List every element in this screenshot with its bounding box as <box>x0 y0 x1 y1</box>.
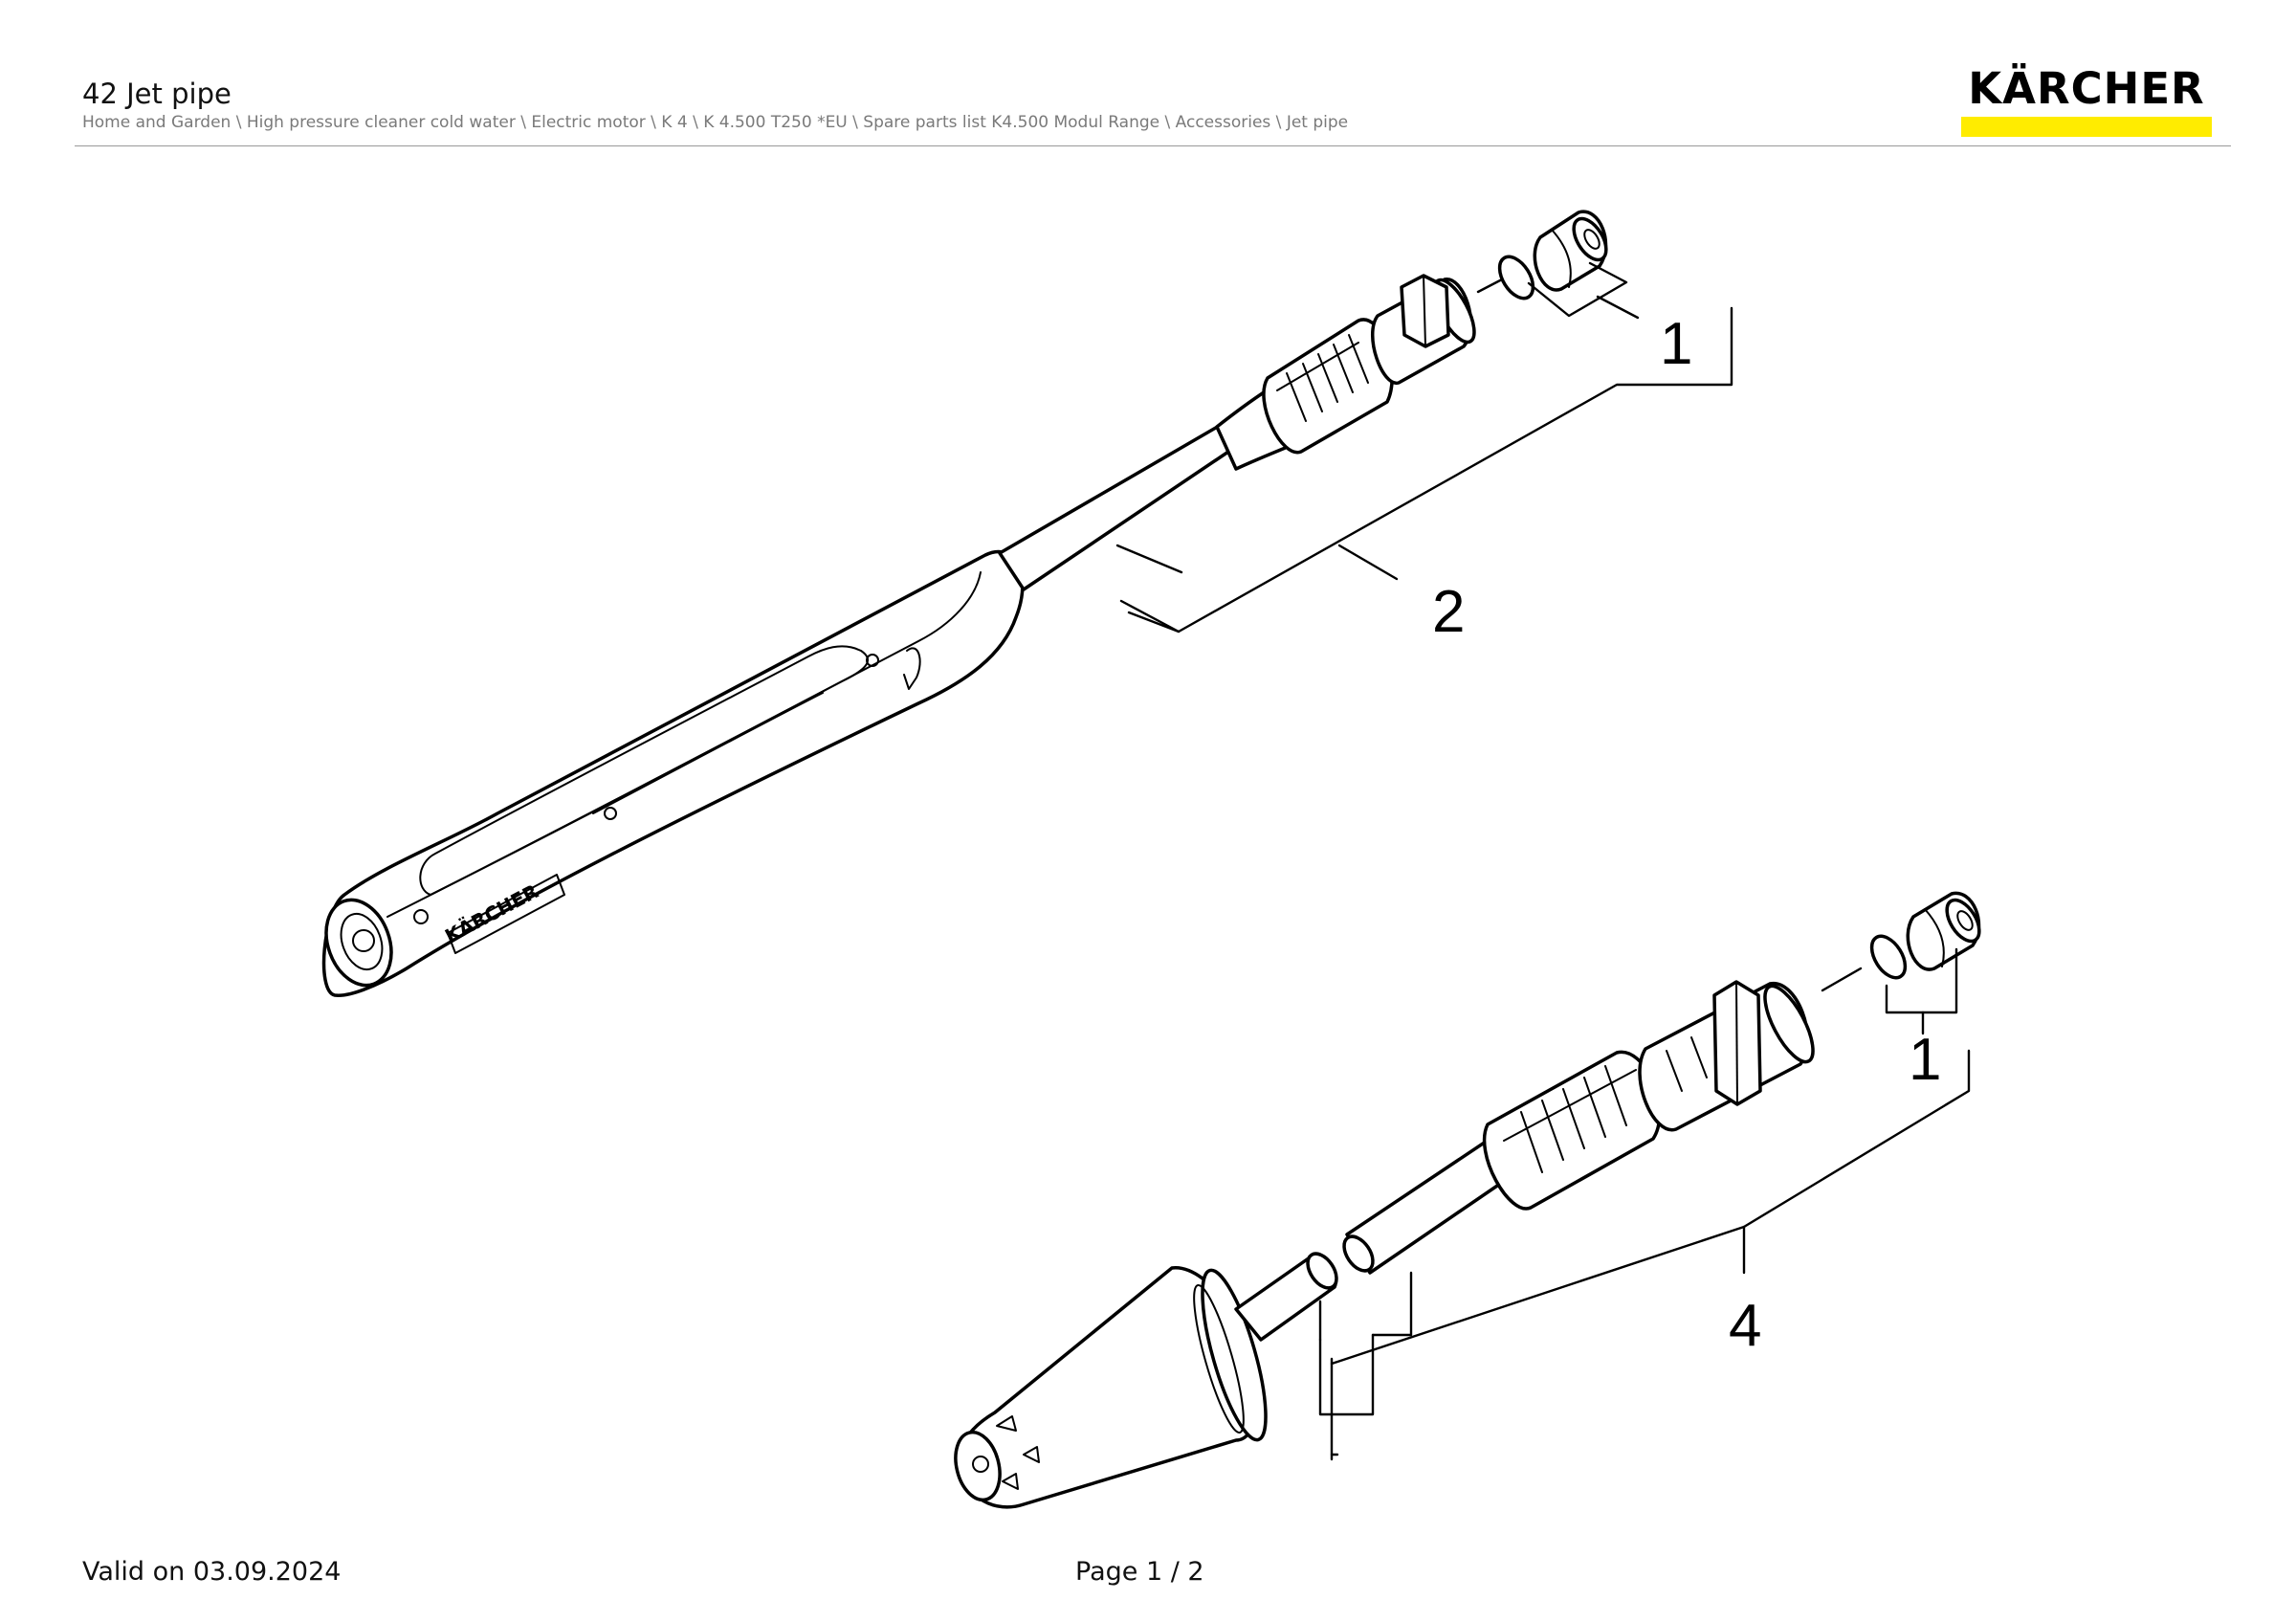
page-title: 42 Jet pipe <box>82 78 232 110</box>
valid-date: Valid on 03.09.2024 <box>82 1557 342 1587</box>
header-divider <box>75 145 2231 146</box>
breadcrumb: Home and Garden \ High pressure cleaner … <box>82 113 1349 132</box>
o-ring <box>1869 934 1908 980</box>
nozzle-collar <box>1924 908 1945 967</box>
callout-number: 2 <box>1432 579 1465 645</box>
handle-screw-icon <box>413 909 429 924</box>
rotor-nozzle-vent <box>1023 1446 1040 1463</box>
nozzle-insert-hole <box>1956 910 1974 931</box>
callout-number: 1 <box>1909 1027 1941 1093</box>
rotor-hex-nut-edge <box>1735 981 1738 1105</box>
hex-nut-edge <box>1423 275 1426 347</box>
rotor-nozzle-vent <box>1002 1473 1019 1490</box>
rotor-grip-sleeve <box>1482 1050 1662 1211</box>
nozzle-collar <box>1551 229 1572 288</box>
nozzle-insert-face <box>1572 216 1608 262</box>
handle-end-hole <box>352 929 375 952</box>
rotor-nozzle-ring <box>1193 1284 1245 1434</box>
rotor-coupling-slots <box>1666 1010 1757 1092</box>
logo-text: KÄRCHER <box>1968 63 2205 114</box>
lower-leader-lines <box>1318 947 1971 1461</box>
rotor-nozzle-cap <box>1201 1268 1268 1442</box>
jet-pipe-assembly: KÄRCHER <box>321 274 1476 997</box>
handle-end-cap-inner <box>340 912 384 971</box>
rotor-nozzle-tip-hole <box>972 1456 989 1473</box>
handle-grip-slot <box>592 692 824 814</box>
logo-yellow-bar <box>1961 117 2212 137</box>
handle-screw-icon <box>866 654 879 667</box>
rotor-nozzle-vent <box>996 1415 1017 1432</box>
rotor-coupling-end-face <box>1763 984 1815 1064</box>
rotor-nozzle-assembly <box>954 980 1815 1509</box>
grip-ribs <box>1276 334 1369 422</box>
upper-nozzle-set <box>1497 210 1608 300</box>
callout-number: 1 <box>1660 311 1692 377</box>
page-number: Page 1 / 2 <box>1075 1557 1204 1587</box>
nozzle-insert-face <box>1945 898 1981 944</box>
pipe-break-end <box>1306 1252 1338 1290</box>
nozzle-insert-hole <box>1583 229 1601 250</box>
lower-nozzle-set <box>1869 891 1981 980</box>
handle-end-cap <box>324 898 393 988</box>
jet-pipe-tube <box>998 423 1236 591</box>
karcher-logo: KÄRCHER <box>1959 65 2214 138</box>
rotor-grip-ribs <box>1503 1065 1637 1173</box>
pipe-break-end <box>1342 1234 1375 1273</box>
handle-brand-plate <box>447 874 565 954</box>
callout-number: 4 <box>1729 1293 1761 1359</box>
o-ring <box>1497 255 1535 300</box>
handle-screw-icon <box>604 807 617 820</box>
handle-grip-recess <box>419 645 869 896</box>
handle-lock-arrow-icon <box>903 647 921 690</box>
rotor-nozzle-tip <box>954 1430 1002 1502</box>
upper-leader-lines <box>1115 261 1733 634</box>
jet-pipe-handle <box>321 549 1025 997</box>
